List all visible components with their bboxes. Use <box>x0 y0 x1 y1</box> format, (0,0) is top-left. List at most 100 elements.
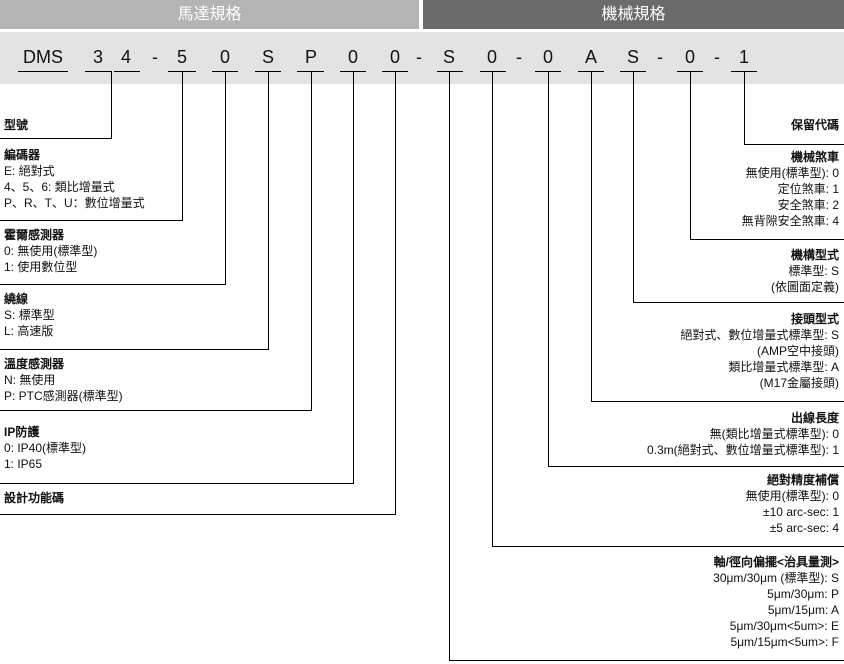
code-segment: P <box>304 47 318 67</box>
connector-line <box>591 71 592 402</box>
code-segment: 0 <box>684 47 696 67</box>
spec-title: IP防護 <box>4 425 40 439</box>
code-segment: 0 <box>542 47 554 67</box>
code-segment: S <box>261 47 275 67</box>
spec-option: 絕對式、數位增量式標準型: S <box>680 328 839 342</box>
spec-title: 機構型式 <box>790 248 839 262</box>
spec-option: (依圖面定義) <box>771 280 839 294</box>
spec-option: 安全煞車: 2 <box>777 198 839 212</box>
spec-option: 5μm/15μm: A <box>767 603 839 617</box>
spec-option: S: 標準型 <box>4 308 55 322</box>
spec-option: 0: 無使用(標準型) <box>4 244 98 258</box>
spec-option: 30μm/30μm (標準型): S <box>713 571 839 585</box>
code-separator: - <box>152 47 158 67</box>
connector-line <box>0 138 112 139</box>
spec-title: 出線長度 <box>790 411 839 425</box>
code-segment: 0 <box>347 47 359 67</box>
spec-option: 類比增量式標準型: A <box>728 360 839 374</box>
spec-option: ±10 arc-sec: 1 <box>763 505 839 519</box>
code-segment: 0 <box>219 47 231 67</box>
right-spec-label: 絕對精度補償無使用(標準型): 0±10 arc-sec: 1±5 arc-se… <box>746 472 839 536</box>
code-underline <box>437 71 463 72</box>
spec-option: 1: 使用數位型 <box>4 260 78 274</box>
right-spec-label: 接頭型式絕對式、數位增量式標準型: S(AMP空中接頭)類比增量式標準型: A(… <box>680 311 839 391</box>
left-spec-label: 繞線 S: 標準型 L: 高速版 <box>4 291 55 339</box>
spec-title: 機械煞車 <box>790 150 839 164</box>
code-underline <box>480 71 506 72</box>
connector-line <box>0 220 183 221</box>
connector-line <box>0 349 269 350</box>
left-spec-label: 型號 <box>4 117 28 133</box>
left-spec-label: 設計功能碼 <box>4 490 64 506</box>
spec-option: P: PTC感測器(標準型) <box>4 389 123 403</box>
spec-option: 4、5、6: 類比增量式 <box>4 180 115 194</box>
code-segment: 0 <box>389 47 401 67</box>
code-separator: - <box>657 47 663 67</box>
spec-option: 0.3m(絕對式、數位增量式標準型): 1 <box>646 443 839 457</box>
right-spec-label: 保留代碼 <box>791 117 839 133</box>
connector-line <box>633 302 844 303</box>
code-segment: 1 <box>738 47 750 67</box>
connector-line <box>690 239 844 240</box>
code-underline <box>85 71 111 72</box>
right-spec-label: 機械煞車無使用(標準型): 0 定位煞車: 1 安全煞車: 2 無背隙安全煞車: 4 <box>742 149 839 229</box>
connector-line <box>690 71 691 240</box>
code-underline <box>114 71 140 72</box>
code-segment: DMS <box>23 47 63 67</box>
connector-line <box>449 71 450 661</box>
right-spec-label: 機構型式標準型: S (依圖面定義) <box>771 247 839 295</box>
spec-title: 保留代碼 <box>790 118 839 132</box>
spec-option: 標準型: S <box>788 264 839 278</box>
spec-option: 0: IP40(標準型) <box>4 441 87 455</box>
spec-option: 無使用(標準型): 0 <box>745 166 839 180</box>
connector-line <box>591 401 844 402</box>
connector-line <box>0 483 354 484</box>
connector-line <box>0 410 312 411</box>
connector-line <box>111 71 112 139</box>
spec-title: 溫度感測器 <box>4 357 65 371</box>
connector-line <box>353 71 354 484</box>
connector-line <box>633 71 634 303</box>
spec-title: 軸/徑向偏擺<治具量測> <box>713 555 839 569</box>
code-separator: - <box>714 47 720 67</box>
spec-title: 型號 <box>4 118 29 132</box>
mechanical-spec-header: 機械規格 <box>423 0 844 29</box>
code-segment: A <box>584 47 598 67</box>
code-underline <box>18 71 68 72</box>
spec-option: (M17金屬接頭) <box>759 376 839 390</box>
code-separator: - <box>416 47 422 67</box>
connector-line <box>449 660 844 661</box>
spec-title: 霍爾感測器 <box>4 228 65 242</box>
connector-line <box>311 71 312 411</box>
connector-line <box>268 71 269 350</box>
connector-line <box>548 71 549 467</box>
code-segment: 3 <box>92 47 104 67</box>
code-segment: 0 <box>486 47 498 67</box>
spec-title: 接頭型式 <box>790 312 839 326</box>
connector-line <box>225 71 226 285</box>
code-segment: 5 <box>176 47 188 67</box>
spec-option: P、R、T、U：數位增量式 <box>4 196 145 210</box>
connector-line <box>744 144 844 145</box>
connector-line <box>395 71 396 515</box>
spec-title: 編碼器 <box>4 148 41 162</box>
code-segment: 4 <box>120 47 132 67</box>
spec-option: L: 高速版 <box>4 324 54 338</box>
left-spec-label: 編碼器 E: 絕對式 4、5、6: 類比增量式 P、R、T、U：數位增量式 <box>4 147 145 211</box>
code-segment: S <box>442 47 456 67</box>
spec-option: 無背隙安全煞車: 4 <box>741 214 839 228</box>
code-segment: S <box>626 47 640 67</box>
spec-option: E: 絕對式 <box>4 164 55 178</box>
spec-title: 繞線 <box>4 292 29 306</box>
connector-line <box>492 546 844 547</box>
model-code-bar <box>0 32 844 84</box>
spec-option: 定位煞車: 1 <box>777 182 839 196</box>
connector-line <box>0 284 226 285</box>
spec-option: 5μm/30μm<5um>: E <box>729 619 839 633</box>
spec-title: 絕對精度補償 <box>766 473 839 487</box>
connector-line <box>182 71 183 221</box>
